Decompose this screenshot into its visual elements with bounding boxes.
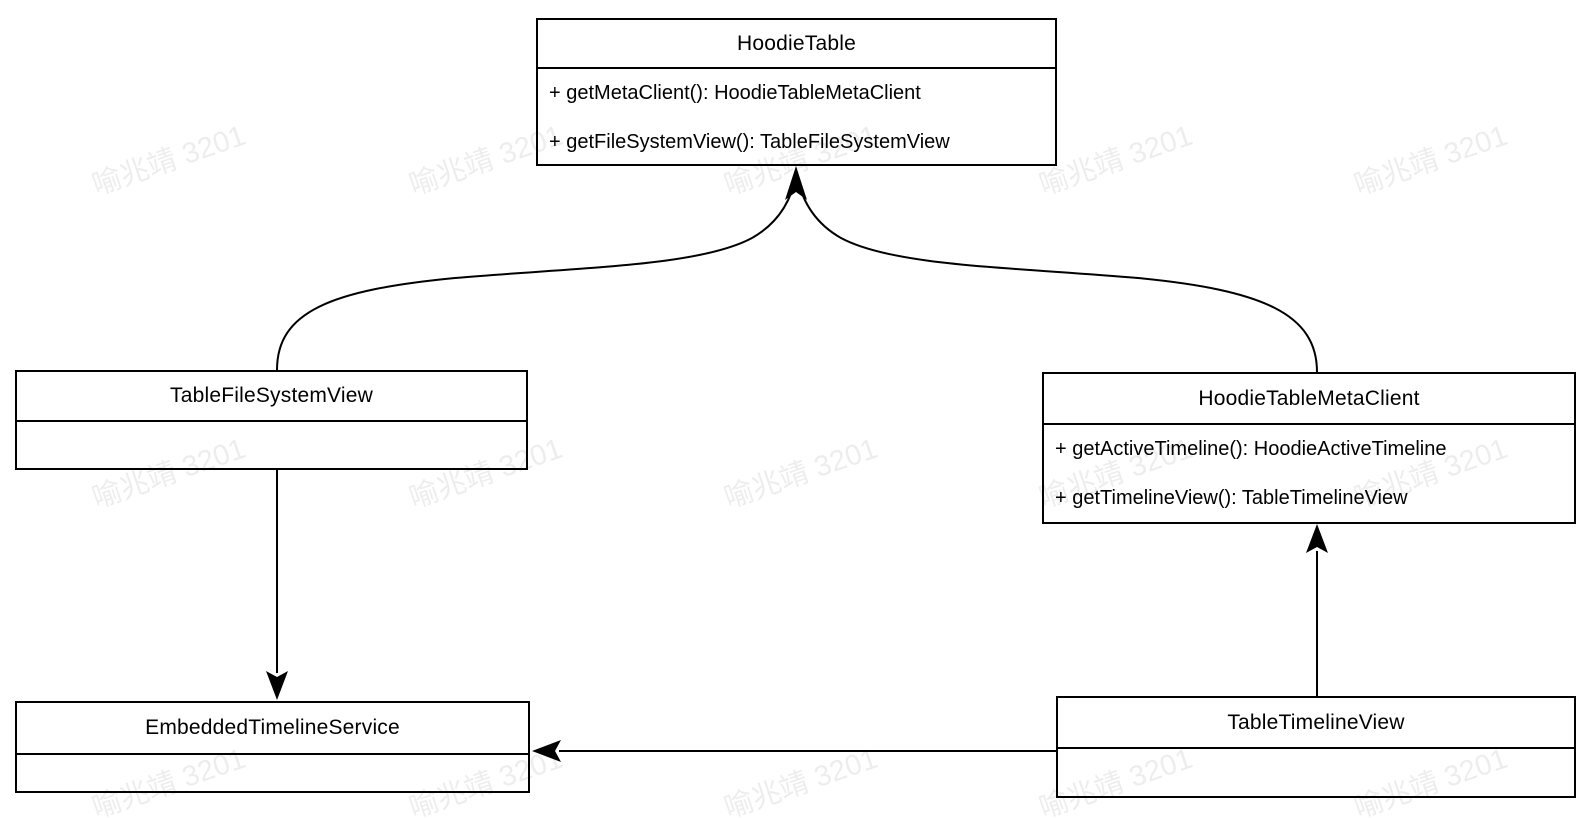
class-name-hoodietable: HoodieTable — [538, 20, 1055, 69]
edge-tablefilesystemview-to-hoodietable — [276, 175, 797, 371]
arrowhead-to-embeddedtimelineservice-top — [266, 671, 288, 700]
class-box-embeddedtimelineservice: EmbeddedTimelineService — [15, 701, 530, 793]
class-name-tabletimelineview: TableTimelineView — [1058, 698, 1574, 749]
class-box-hoodietable: HoodieTable + getMetaClient(): HoodieTab… — [536, 18, 1057, 166]
class-name-hoodietablemetaclient: HoodieTableMetaClient — [1044, 374, 1574, 425]
class-member-getfilesystemview: + getFileSystemView(): TableFileSystemVi… — [549, 131, 950, 153]
class-members-hoodietable: + getMetaClient(): HoodieTableMetaClient… — [538, 69, 1055, 167]
arrowhead-to-embeddedtimelineservice-right — [532, 740, 561, 762]
edge-hoodietablemetaclient-to-hoodietable — [796, 175, 1318, 373]
class-member-gettimelineview: + getTimelineView(): TableTimelineView — [1055, 487, 1408, 509]
class-members-hoodietablemetaclient: + getActiveTimeline(): HoodieActiveTimel… — [1044, 425, 1574, 523]
class-name-embeddedtimelineservice: EmbeddedTimelineService — [17, 703, 528, 755]
class-member-getactivetimeline: + getActiveTimeline(): HoodieActiveTimel… — [1055, 438, 1447, 460]
arrowhead-to-hoodietablemetaclient-bottom — [1306, 524, 1328, 553]
arrowhead-to-hoodietable — [785, 166, 807, 200]
class-name-tablefilesystemview: TableFileSystemView — [17, 372, 526, 422]
class-box-hoodietablemetaclient: HoodieTableMetaClient + getActiveTimelin… — [1042, 372, 1576, 524]
class-box-tablefilesystemview: TableFileSystemView — [15, 370, 528, 470]
class-box-tabletimelineview: TableTimelineView — [1056, 696, 1576, 798]
class-member-getmetaclient: + getMetaClient(): HoodieTableMetaClient — [549, 82, 921, 104]
